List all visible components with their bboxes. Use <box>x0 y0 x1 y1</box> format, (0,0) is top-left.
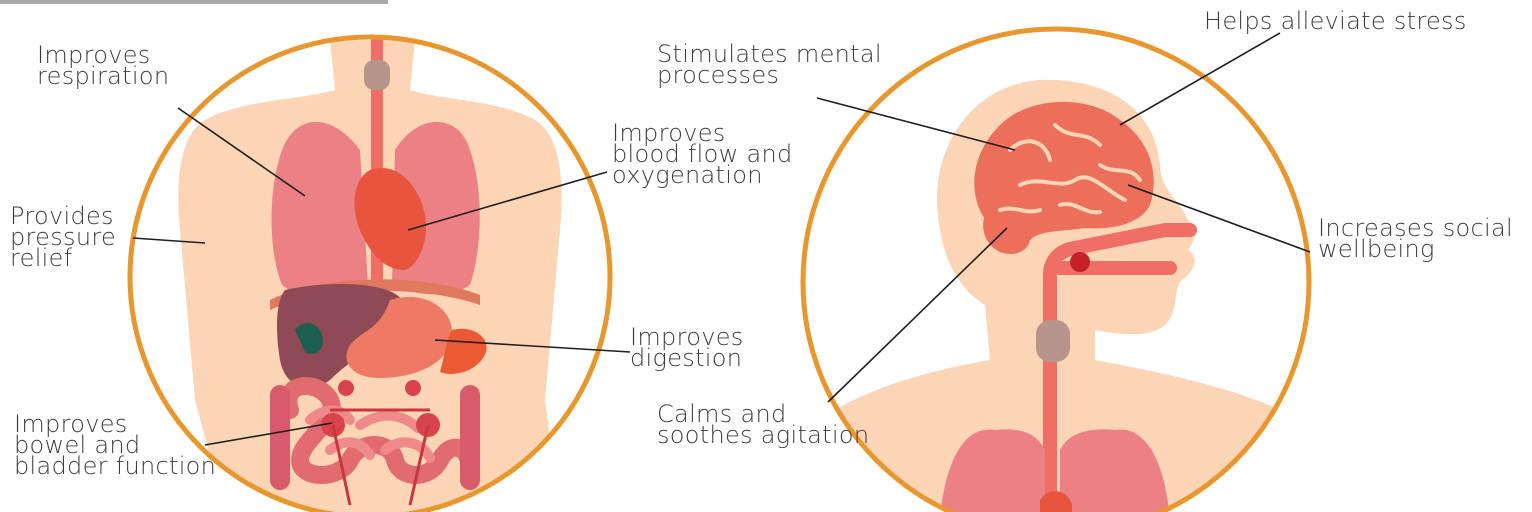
label-pressure-relief: Provides pressure relief <box>10 206 116 269</box>
label-stress: Helps alleviate stress <box>1204 11 1467 32</box>
label-respiration: Improves respiration <box>37 45 169 87</box>
left-lung <box>272 122 369 295</box>
label-blood-flow: Improves blood flow and oxygenation <box>612 123 793 186</box>
label-mental-processes: Stimulates mental processes <box>657 44 882 86</box>
label-digestion: Improves digestion <box>630 327 744 369</box>
label-bowel-bladder: Improves bowel and bladder function <box>14 414 216 477</box>
label-social-wellbeing: Increases social wellbeing <box>1318 218 1513 260</box>
label-calms: Calms and soothes agitation <box>657 404 869 446</box>
